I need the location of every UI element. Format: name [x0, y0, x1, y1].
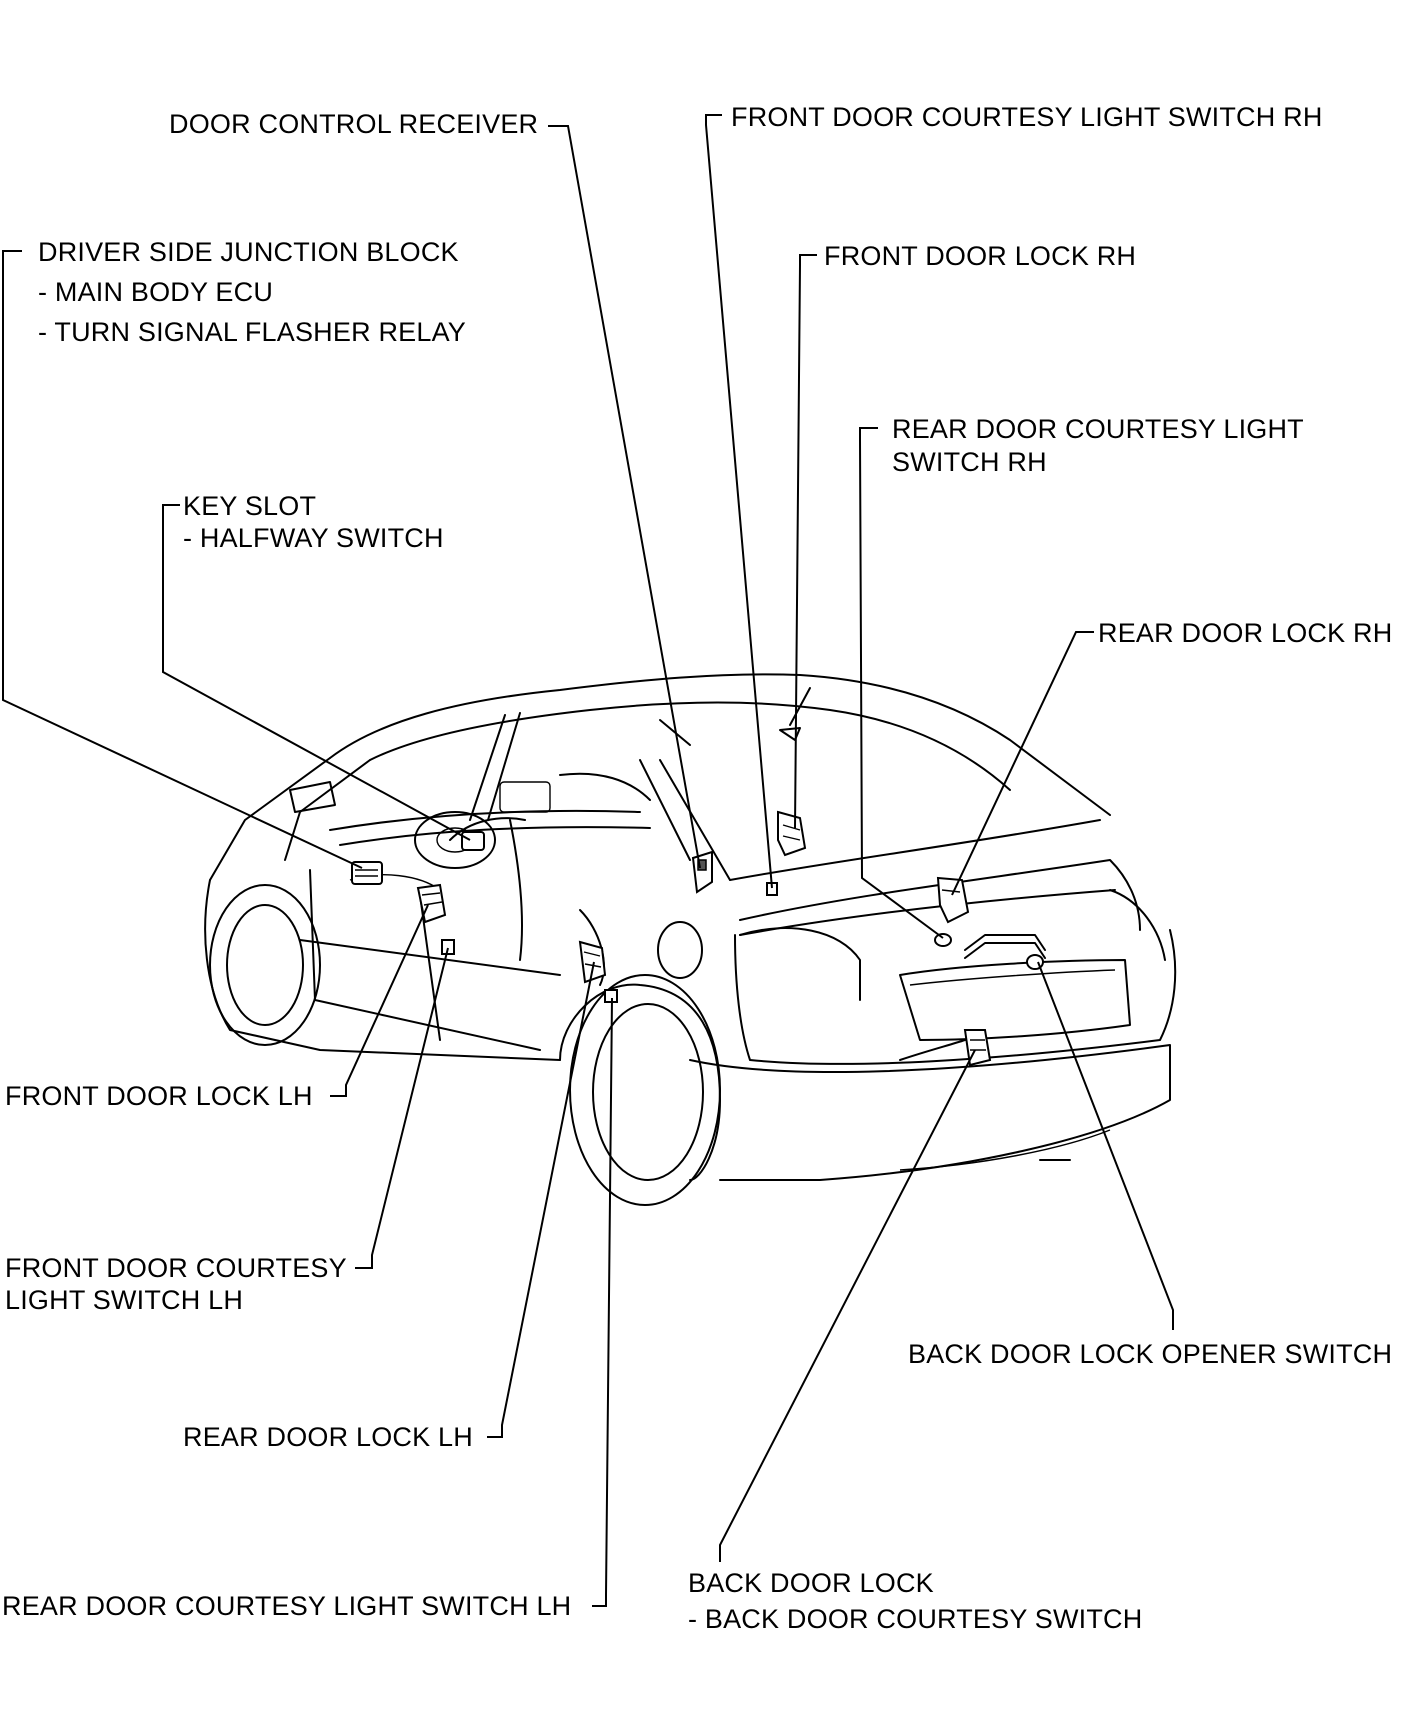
label-front-door-lock-rh: FRONT DOOR LOCK RH — [824, 241, 1137, 271]
label-turn-signal-relay: - TURN SIGNAL FLASHER RELAY — [38, 317, 466, 347]
component-front-door-lock-rh — [777, 810, 807, 857]
component-front-door-courtesy-lh — [441, 939, 455, 955]
label-front-door-courtesy-rh: FRONT DOOR COURTESY LIGHT SWITCH RH — [731, 102, 1323, 132]
label-door-control-receiver: DOOR CONTROL RECEIVER — [169, 109, 539, 139]
label-rear-door-courtesy-rh-line2: SWITCH RH — [892, 447, 1047, 477]
component-rear-door-lock-lh — [578, 940, 607, 984]
component-rear-door-courtesy-rh — [934, 933, 952, 947]
label-rear-door-courtesy-lh: REAR DOOR COURTESY LIGHT SWITCH LH — [2, 1591, 572, 1621]
label-rear-door-lock-rh: REAR DOOR LOCK RH — [1098, 618, 1393, 648]
label-front-door-courtesy-lh-line1: FRONT DOOR COURTESY — [5, 1253, 347, 1283]
label-key-slot: KEY SLOT — [183, 491, 317, 521]
label-front-door-courtesy-lh-line2: LIGHT SWITCH LH — [5, 1285, 244, 1315]
leader-lines — [2, 114, 1174, 1607]
label-back-door-courtesy: - BACK DOOR COURTESY SWITCH — [688, 1604, 1143, 1634]
label-rear-door-lock-lh: REAR DOOR LOCK LH — [183, 1422, 473, 1452]
label-main-body-ecu: - MAIN BODY ECU — [38, 277, 274, 307]
label-front-door-lock-lh: FRONT DOOR LOCK LH — [5, 1081, 313, 1111]
label-back-door-opener: BACK DOOR LOCK OPENER SWITCH — [908, 1339, 1393, 1369]
label-halfway-switch: - HALFWAY SWITCH — [183, 523, 444, 553]
component-key-slot — [461, 831, 485, 851]
component-rear-door-lock-rh — [936, 876, 970, 924]
label-driver-side-jb: DRIVER SIDE JUNCTION BLOCK — [38, 237, 459, 267]
component-door-control-receiver — [691, 850, 713, 894]
label-back-door-lock: BACK DOOR LOCK — [688, 1568, 934, 1598]
label-rear-door-courtesy-rh-line1: REAR DOOR COURTESY LIGHT — [892, 414, 1304, 444]
car-outline — [204, 673, 1177, 1206]
